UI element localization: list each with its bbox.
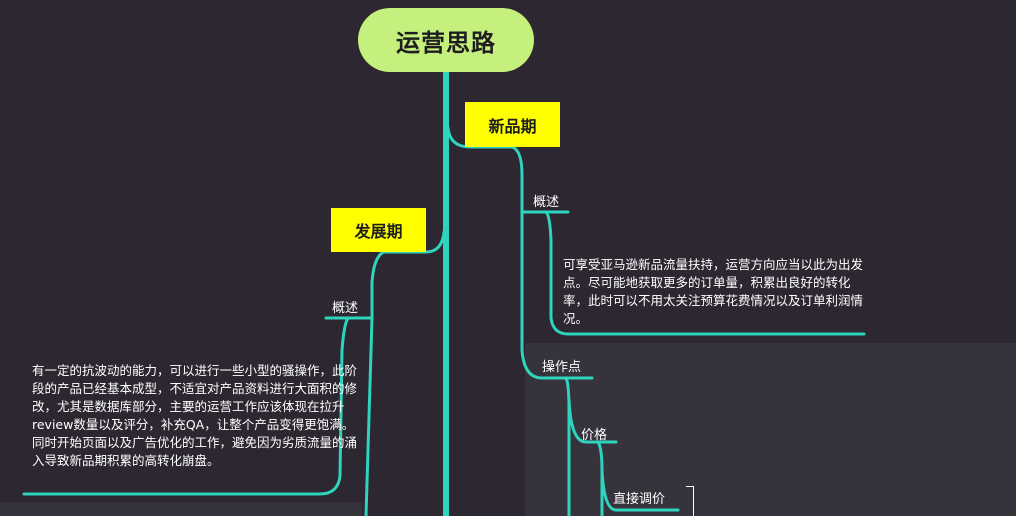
connector-dev-continue [364, 316, 374, 516]
new-overview-node[interactable]: 概述 [533, 195, 560, 210]
connector-dev-overview [324, 250, 386, 320]
connector-direct-adjust-branch [600, 468, 680, 512]
direct-adjust-node[interactable]: 直接调价 [613, 492, 666, 507]
root-title: 运营思路 [396, 28, 496, 57]
connector-new-overview [510, 145, 570, 214]
root-node[interactable]: 运营思路 [358, 8, 534, 72]
collapsed-children-bracket [686, 486, 694, 516]
new-phase-title: 新品期 [488, 116, 537, 136]
lower-panel [0, 502, 362, 516]
connector-dev-paragraph [22, 316, 350, 496]
connector-dev-phase [382, 230, 446, 254]
new-overview-text: 可享受亚马逊新品流量扶持，运营方向应当以此为出发点。尽可能地获取更多的订单量，积… [563, 257, 864, 326]
connector-price-branch [567, 398, 618, 444]
price-node[interactable]: 价格 [581, 428, 608, 443]
dev-overview-node[interactable]: 概述 [332, 301, 359, 316]
dev-overview-text: 有一定的抗波动的能力，可以进行一些小型的骚操作，此阶段的产品已经基本成型，不适宜… [32, 363, 358, 468]
connector-new-paragraph [544, 210, 866, 336]
new-product-phase-node[interactable]: 新品期 [465, 102, 560, 147]
development-phase-node[interactable]: 发展期 [331, 208, 426, 252]
connector-new-operations [520, 210, 594, 380]
new-operations-node[interactable]: 操作点 [542, 360, 582, 375]
expanded-branch-panel [525, 343, 1016, 516]
dev-phase-title: 发展期 [354, 222, 403, 241]
